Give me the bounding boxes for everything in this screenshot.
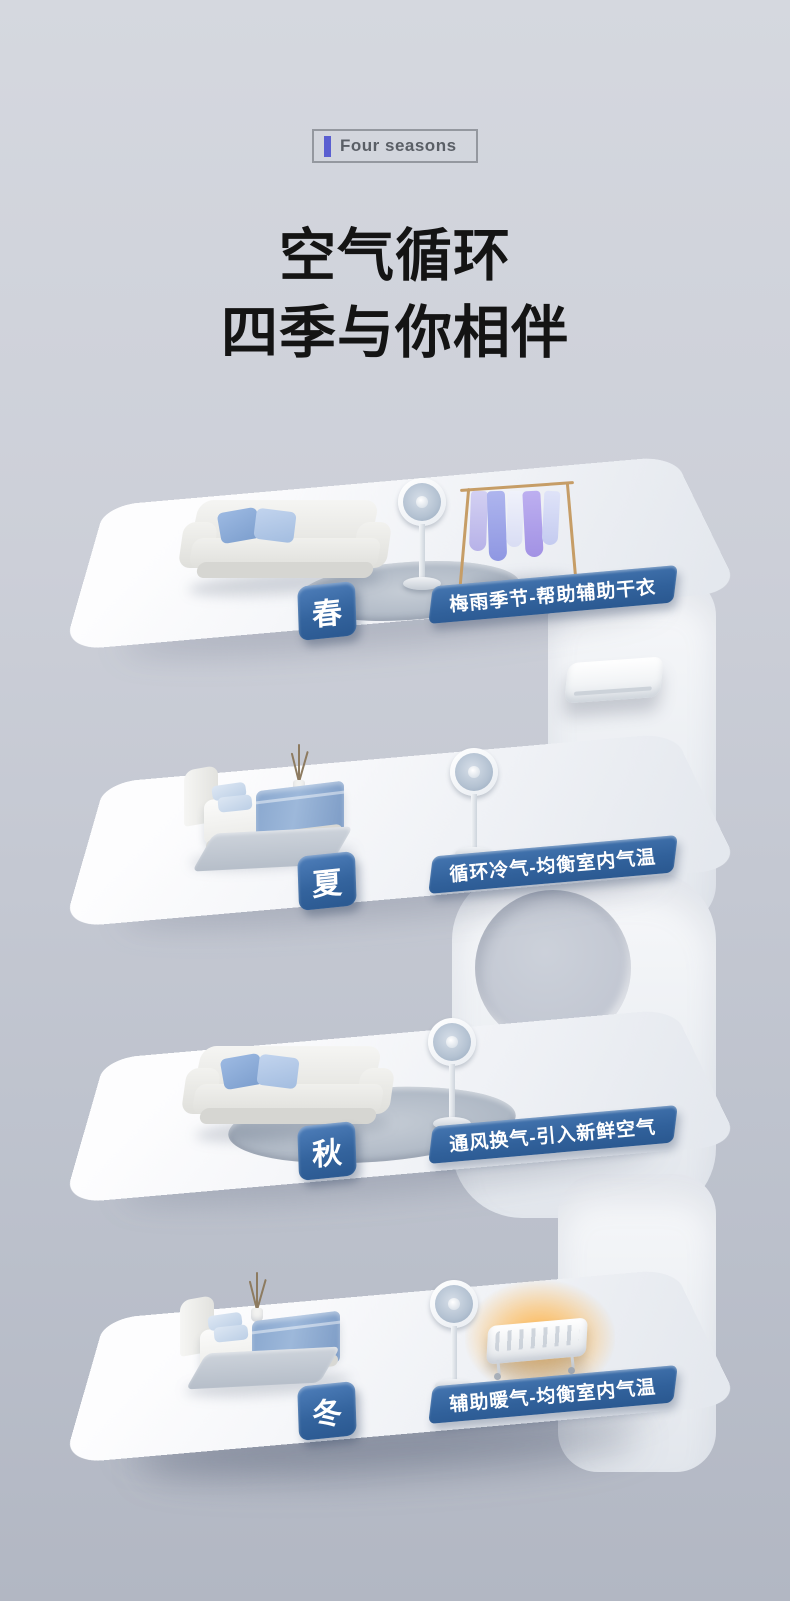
clothes-drying-rack [458, 478, 578, 590]
fan-head [398, 478, 446, 526]
fan-pole [451, 1326, 457, 1383]
plant [240, 1268, 274, 1322]
air-circulation-fan [392, 478, 452, 596]
plant-pot [251, 1308, 263, 1322]
air-circulation-fan [422, 1018, 482, 1136]
fan-pole [471, 794, 477, 851]
plant-stem [256, 1272, 258, 1310]
sofa [177, 500, 393, 586]
fan-base [403, 577, 441, 590]
light-blue-pillow [256, 1053, 300, 1090]
hanging-cloth [506, 490, 524, 548]
badge-accent-bar [324, 135, 331, 157]
fan-head [428, 1018, 476, 1066]
fan-pole [449, 1064, 455, 1121]
sofa-base [198, 1108, 378, 1124]
sofa [180, 1046, 396, 1132]
heater-wheel [494, 1373, 501, 1380]
hanging-cloth [522, 490, 544, 558]
air-circulation-fan [444, 748, 504, 866]
light-blue-pillow [253, 507, 297, 544]
electric-heater [465, 1280, 615, 1400]
rack-post-right [565, 482, 578, 579]
season-tag-spring: 春 [297, 580, 357, 642]
air-conditioner [563, 656, 665, 704]
hanging-cloth [541, 490, 561, 546]
title-line-2: 四季与你相伴 [221, 301, 569, 365]
page-title: 空气循环 四季与你相伴 [0, 218, 790, 372]
fan-head [450, 748, 498, 796]
plant-stem [298, 744, 300, 782]
hanging-cloth [486, 490, 508, 562]
season-tag-summer: 夏 [297, 850, 357, 912]
hanging-cloth [468, 490, 489, 552]
season-tag-autumn: 秋 [297, 1120, 357, 1182]
sofa-base [195, 562, 375, 578]
four-seasons-badge: Four seasons [312, 129, 478, 163]
heater-wheel [568, 1367, 575, 1374]
fan-head [430, 1280, 478, 1328]
title-line-1: 空气循环 [279, 224, 511, 288]
badge-label: Four seasons [340, 136, 457, 155]
air-circulation-fan [424, 1280, 484, 1398]
fan-pole [419, 524, 425, 581]
season-tag-winter: 冬 [297, 1380, 357, 1442]
